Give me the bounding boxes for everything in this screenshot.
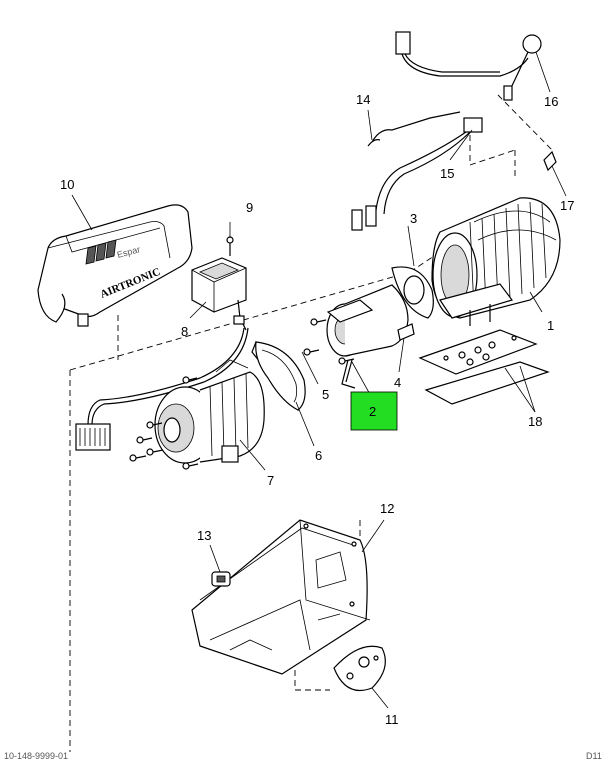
callout-labels: 1 2 3 4 5 6 7 8 9 10 11 12 13 14 15 16 1… bbox=[60, 92, 574, 727]
part-11-base-gasket bbox=[333, 645, 386, 692]
callout-4[interactable]: 4 bbox=[394, 375, 401, 390]
part-6-gasket bbox=[251, 340, 306, 412]
leader-lines bbox=[71, 51, 567, 709]
callout-7[interactable]: 7 bbox=[267, 473, 274, 488]
callout-18[interactable]: 18 bbox=[528, 414, 542, 429]
part-14-fuel-line bbox=[367, 111, 461, 147]
part-17-fitting bbox=[543, 150, 557, 172]
callout-11[interactable]: 11 bbox=[385, 712, 399, 727]
callout-14[interactable]: 14 bbox=[356, 92, 370, 107]
callout-3[interactable]: 3 bbox=[410, 211, 417, 226]
part-10-cover: Espar AIRTRONIC bbox=[37, 204, 193, 327]
callout-13[interactable]: 13 bbox=[197, 528, 211, 543]
part-16-temp-sensor bbox=[395, 31, 542, 101]
part-13-grommet bbox=[211, 571, 231, 587]
callout-12[interactable]: 12 bbox=[380, 501, 394, 516]
callout-10[interactable]: 10 bbox=[60, 177, 74, 192]
part-4-pad bbox=[397, 323, 415, 341]
callout-6[interactable]: 6 bbox=[315, 448, 322, 463]
part-8-control-unit bbox=[191, 257, 247, 331]
callout-16[interactable]: 16 bbox=[544, 94, 558, 109]
part-15-sensor-harness bbox=[351, 117, 483, 231]
callout-15[interactable]: 15 bbox=[440, 166, 454, 181]
footer-right-code: D11 bbox=[586, 751, 602, 761]
callout-17[interactable]: 17 bbox=[560, 198, 574, 213]
screws-group bbox=[129, 318, 355, 470]
callout-1[interactable]: 1 bbox=[547, 318, 554, 333]
footer-left-code: 10-148-9999-01 bbox=[4, 751, 68, 761]
callout-8[interactable]: 8 bbox=[181, 324, 188, 339]
wiring-harness bbox=[75, 327, 249, 451]
callout-2[interactable]: 2 bbox=[369, 404, 376, 419]
callout-5[interactable]: 5 bbox=[322, 387, 329, 402]
part-18-gaskets bbox=[418, 329, 550, 405]
part-2-highlight-box[interactable] bbox=[350, 391, 398, 431]
part-2-combustion-chamber bbox=[326, 284, 409, 389]
part-7-blower bbox=[129, 318, 355, 470]
callout-9[interactable]: 9 bbox=[246, 200, 253, 215]
part-1-heat-exchanger bbox=[431, 197, 561, 326]
part-9-screw bbox=[226, 236, 234, 256]
part-12-base-housing bbox=[191, 519, 371, 675]
part-3-gasket bbox=[391, 266, 434, 319]
